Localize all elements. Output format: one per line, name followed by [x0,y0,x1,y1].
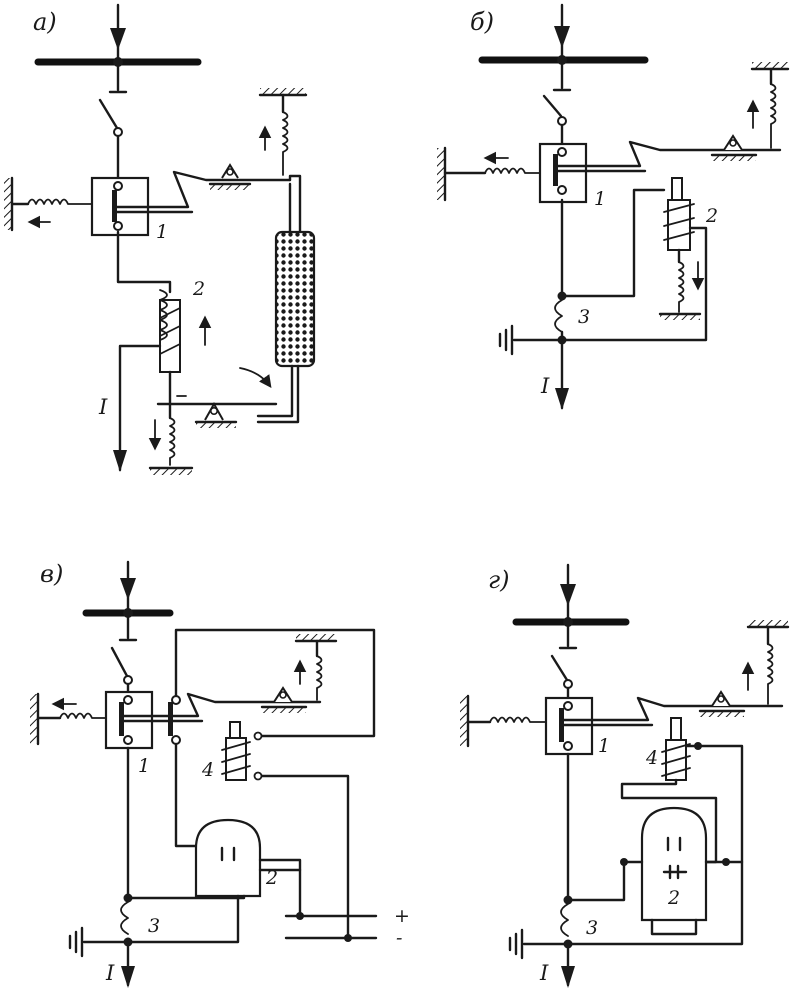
pivot-icon [698,690,746,717]
current-label: I [540,374,550,398]
feed-arrow-icon [110,28,126,50]
current-label: I [98,395,108,419]
feed-arrow-icon [120,578,136,600]
relay-number: 2 [667,887,680,909]
transformer-number: 3 [586,917,598,939]
transformer-coil [120,901,129,935]
switch-blade [98,98,119,130]
panel-label: a) [33,8,57,36]
relay-body [194,818,262,898]
pivot-icon [194,401,238,428]
panel-g: г) 1 4 [460,563,790,988]
pivot-icon [208,163,252,190]
ground-icon [498,324,514,356]
spring-icon [489,716,547,723]
relay-coil [663,203,695,241]
spring-icon [59,712,107,719]
spring-icon [484,167,541,174]
wall-ground [4,178,12,230]
breaker-number: 1 [156,221,168,243]
relay-number: 2 [265,867,278,889]
transformer-number: 3 [578,306,590,328]
current-label: I [539,961,549,985]
spring-icon [169,417,176,466]
ground-icon [68,926,84,958]
relay-number: 2 [192,278,205,300]
damper-body [274,230,316,368]
spring-icon [282,111,289,176]
transformer-coil [560,903,569,937]
panel-b: б) 1 2 [437,3,790,410]
breaker-number: 1 [594,188,606,210]
latch-rod [115,170,292,209]
trip-coil-number: 4 [201,759,214,781]
supply-minus-label: - [396,927,402,949]
ground-icon [508,928,524,960]
spring-icon [27,198,93,205]
breaker-number: 1 [138,755,150,777]
trip-coil [221,741,251,775]
supply-plus-label: + [394,905,410,927]
trip-coil-number: 4 [645,747,658,769]
current-label: I [105,961,115,985]
spring-icon [770,83,777,149]
pivot-icon [260,686,308,713]
spring-icon [678,261,685,313]
spring-icon [767,643,774,705]
transformer-number: 3 [148,915,160,937]
relay-number: 2 [705,205,718,227]
panel-label: в) [40,560,63,588]
panel-v: в) 1 [30,560,410,988]
breaker-number: 1 [598,735,610,757]
panel-label: г) [488,566,510,594]
panel-label: б) [470,8,494,36]
feed-arrow-icon [554,26,570,48]
panel-a: a) 1 [4,3,316,475]
relay-body [640,806,708,922]
feed-arrow-icon [560,584,576,606]
pivot-icon [710,134,758,161]
transformer-coil [554,299,563,333]
spring-icon [316,655,323,701]
